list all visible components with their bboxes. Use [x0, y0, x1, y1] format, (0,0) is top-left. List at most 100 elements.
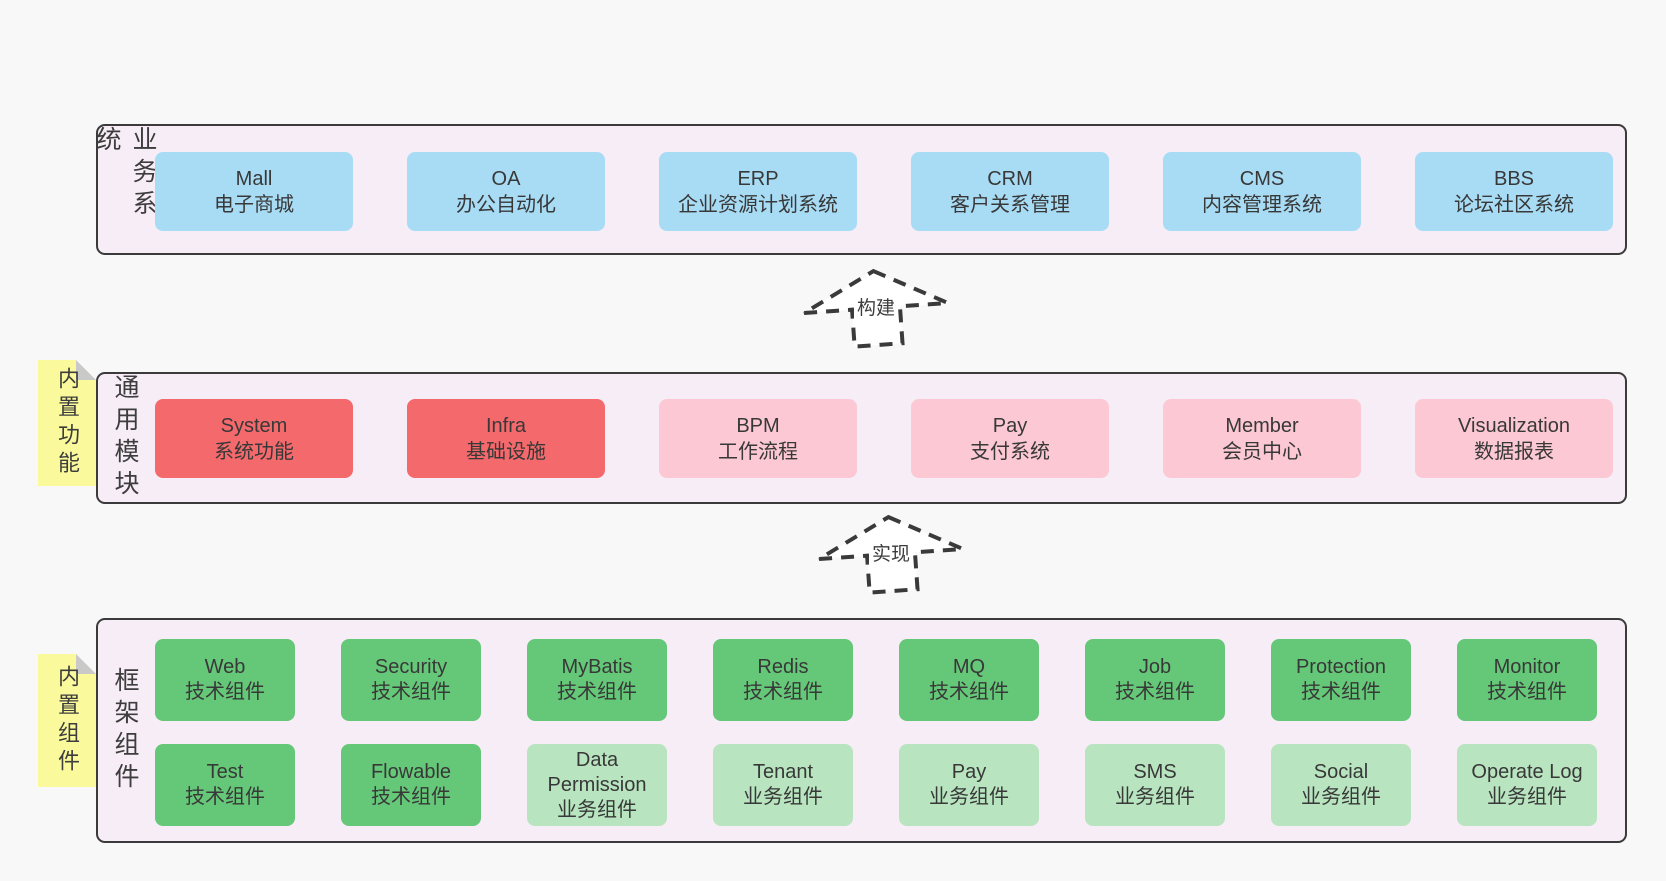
node-title: CMS	[1239, 167, 1285, 190]
sticky-note-builtin-features: 内置功能	[38, 360, 96, 486]
node-title: BBS	[1493, 167, 1535, 190]
node-subtitle: 业务组件	[743, 786, 823, 808]
node-title: Tenant	[752, 761, 814, 783]
diagram-node: ERP 企业资源计划系统	[659, 152, 857, 231]
arrow-build-label: 构建	[853, 297, 899, 320]
diagram-node: Security 技术组件	[341, 639, 481, 721]
node-title: Pay	[951, 761, 987, 783]
diagram-node: CRM 客户关系管理	[911, 152, 1109, 231]
diagram-node: Social 业务组件	[1271, 744, 1411, 826]
business-systems-row: Mall 电子商城 OA 办公自动化 ERP 企业资源计划系统 CRM 客户关系…	[155, 152, 1613, 231]
layer-label-business-systems: 业务系统	[93, 126, 157, 222]
node-title: Visualization	[1458, 414, 1570, 437]
node-title: Web	[204, 656, 246, 678]
diagram-node: Mall 电子商城	[155, 152, 353, 231]
layer-label-framework-components: 框架组件	[111, 666, 139, 795]
node-title: Member	[1225, 414, 1299, 437]
diagram-node: MyBatis 技术组件	[527, 639, 667, 721]
node-subtitle: 技术组件	[1301, 681, 1381, 703]
sticky-note-label: 内置组件	[55, 664, 80, 777]
common-modules-row: System 系统功能 Infra 基础设施 BPM 工作流程 Pay 支付系统	[155, 399, 1613, 478]
diagram-node: Operate Log 业务组件	[1457, 744, 1597, 826]
node-title: SMS	[1133, 761, 1177, 783]
diagram-node: Pay 业务组件	[899, 744, 1039, 826]
node-subtitle: 技术组件	[185, 786, 265, 808]
node-subtitle: 技术组件	[743, 681, 823, 703]
diagram-node: Redis 技术组件	[713, 639, 853, 721]
node-title: MyBatis	[561, 656, 633, 678]
diagram-node: OA 办公自动化	[407, 152, 605, 231]
node-subtitle: 技术组件	[185, 681, 265, 703]
node-subtitle: 技术组件	[371, 681, 451, 703]
node-subtitle: 支付系统	[970, 440, 1050, 463]
diagram-node: Test 技术组件	[155, 744, 295, 826]
diagram-node: System 系统功能	[155, 399, 353, 478]
node-subtitle: 技术组件	[557, 681, 637, 703]
layer-business-systems: 业务系统 Mall 电子商城 OA 办公自动化 ERP 企业资源计划系统	[93, 124, 1627, 255]
sticky-note-label: 内置功能	[55, 367, 80, 479]
node-title: Flowable	[370, 761, 452, 783]
diagram-node: Tenant 业务组件	[713, 744, 853, 826]
node-title: OA	[491, 167, 521, 190]
node-subtitle: 数据报表	[1474, 440, 1554, 463]
node-subtitle: 技术组件	[1115, 681, 1195, 703]
node-subtitle: 业务组件	[1115, 786, 1195, 808]
diagram-node: SMS 业务组件	[1085, 744, 1225, 826]
node-title: System	[220, 414, 288, 437]
diagram-node: Member 会员中心	[1163, 399, 1361, 478]
diagram-node: Job 技术组件	[1085, 639, 1225, 721]
node-subtitle: 会员中心	[1222, 440, 1302, 463]
node-subtitle: 技术组件	[371, 786, 451, 808]
node-title: MQ	[952, 656, 986, 678]
node-subtitle: 系统功能	[214, 440, 294, 463]
node-title: Monitor	[1493, 656, 1561, 678]
node-subtitle: 内容管理系统	[1202, 193, 1322, 216]
node-subtitle: 技术组件	[929, 681, 1009, 703]
node-subtitle: 电子商城	[214, 193, 294, 216]
diagram-node: Visualization 数据报表	[1415, 399, 1613, 478]
diagram-node: Pay 支付系统	[911, 399, 1109, 478]
arrow-implement-icon: 实现	[811, 514, 971, 595]
node-subtitle: 业务组件	[557, 798, 637, 821]
node-subtitle: 业务组件	[929, 786, 1009, 808]
node-subtitle: 客户关系管理	[950, 193, 1070, 216]
node-subtitle: 办公自动化	[456, 193, 556, 216]
node-subtitle: 技术组件	[1487, 681, 1567, 703]
node-title: Data Permission	[547, 748, 647, 796]
diagram-node: CMS 内容管理系统	[1163, 152, 1361, 231]
node-title: Social	[1313, 761, 1369, 783]
node-title: BPM	[736, 414, 780, 437]
diagram-node: MQ 技术组件	[899, 639, 1039, 721]
node-title: Pay	[992, 414, 1028, 437]
node-title: ERP	[737, 167, 779, 190]
layer-label-common-modules: 通用模块	[111, 374, 139, 502]
node-title: Redis	[757, 656, 809, 678]
diagram-node: BPM 工作流程	[659, 399, 857, 478]
diagram-node: BBS 论坛社区系统	[1415, 152, 1613, 231]
diagram-node: Data Permission 业务组件	[527, 744, 667, 826]
node-subtitle: 论坛社区系统	[1454, 193, 1574, 216]
node-title: Security	[374, 656, 448, 678]
node-subtitle: 业务组件	[1487, 786, 1567, 808]
layer-common-modules: 通用模块 System 系统功能 Infra 基础设施 BPM 工作流程	[96, 372, 1627, 504]
diagram-node: Protection 技术组件	[1271, 639, 1411, 721]
framework-components-grid: Web 技术组件 Security 技术组件 MyBatis 技术组件 Redi…	[155, 639, 1597, 826]
node-title: Job	[1138, 656, 1172, 678]
node-title: Mall	[235, 167, 273, 190]
node-title: Protection	[1295, 656, 1387, 678]
diagram-node: Infra 基础设施	[407, 399, 605, 478]
diagram-node: Flowable 技术组件	[341, 744, 481, 826]
node-subtitle: 工作流程	[718, 440, 798, 463]
diagram-node: Web 技术组件	[155, 639, 295, 721]
node-title: Operate Log	[1471, 761, 1583, 783]
sticky-note-builtin-components: 内置组件	[38, 654, 96, 787]
node-subtitle: 基础设施	[466, 440, 546, 463]
node-subtitle: 业务组件	[1301, 786, 1381, 808]
node-title: Test	[206, 761, 244, 783]
node-title: CRM	[987, 167, 1033, 190]
node-subtitle: 企业资源计划系统	[678, 193, 838, 216]
arrow-build-icon: 构建	[796, 268, 956, 349]
diagram-node: Monitor 技术组件	[1457, 639, 1597, 721]
arrow-implement-label: 实现	[868, 543, 914, 566]
